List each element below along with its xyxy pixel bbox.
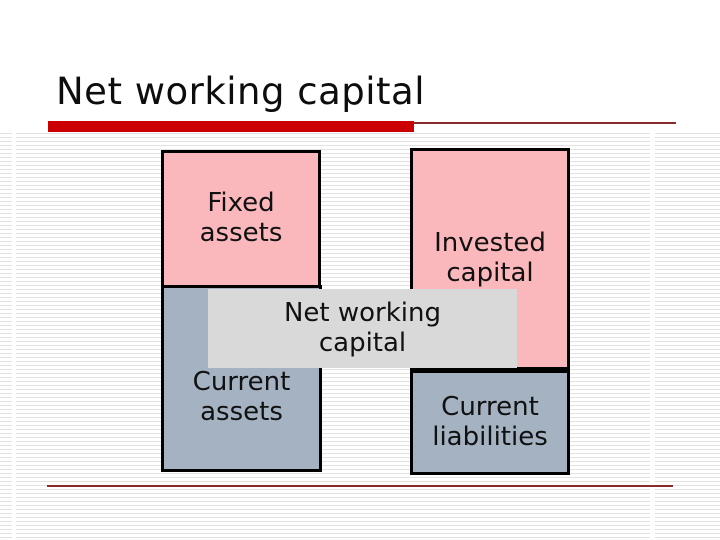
stripe-gap-right bbox=[650, 130, 655, 540]
net-working-capital-label-line1: Net working bbox=[283, 297, 442, 328]
current-assets-label-line1: Current bbox=[192, 367, 291, 397]
current-liabilities-label-line1: Current bbox=[441, 391, 539, 422]
title-thin-line bbox=[413, 122, 676, 124]
fixed-assets-label-line2: assets bbox=[199, 218, 283, 248]
net-working-capital-label-line2: capital bbox=[318, 327, 407, 358]
invested-capital-label-line1: Invested bbox=[434, 228, 546, 259]
current-liabilities-box: Current liabilities bbox=[410, 370, 570, 475]
current-assets-label-line2: assets bbox=[200, 396, 283, 427]
current-liabilities-label-line2: liabilities bbox=[432, 421, 548, 452]
fixed-assets-box: Fixed assets bbox=[161, 150, 321, 288]
title-accent-bar bbox=[48, 121, 414, 132]
invested-capital-label-line2: capital bbox=[446, 258, 534, 288]
net-working-capital-overlay-box: Net working capital bbox=[208, 289, 517, 368]
footer-thin-line bbox=[47, 485, 673, 487]
stripe-gap-left bbox=[12, 130, 16, 540]
invested-capital-box: Invested capital bbox=[410, 148, 570, 370]
slide-title: Net working capital bbox=[56, 70, 425, 113]
fixed-assets-label-line1: Fixed bbox=[207, 188, 275, 219]
